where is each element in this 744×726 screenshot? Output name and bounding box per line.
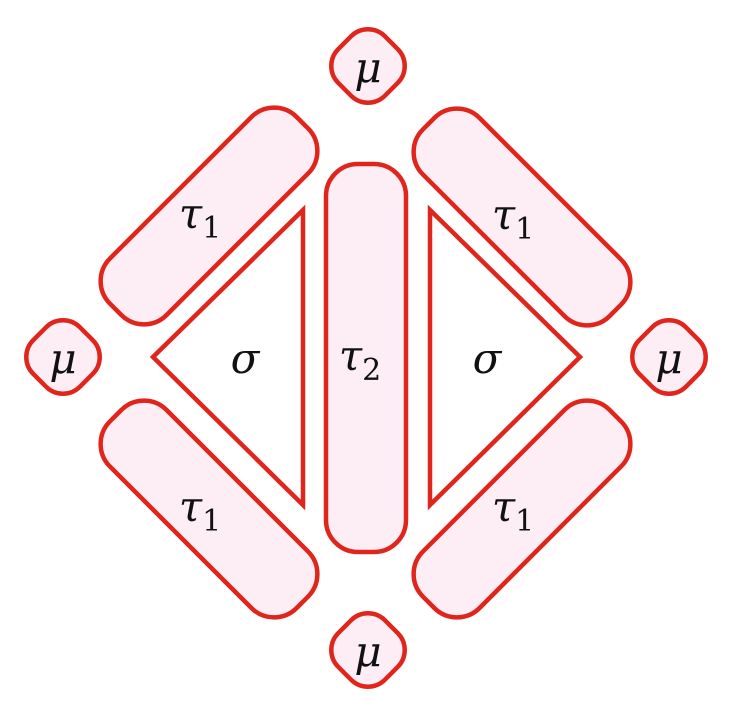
mu-cell-left: μ [24, 318, 102, 396]
sigma-cell-right: σ [427, 204, 584, 511]
tau1-cell-upper-left: τ1 [98, 105, 320, 327]
sigma-cell-left: σ [149, 204, 306, 511]
tau-subscript: 1 [202, 504, 221, 539]
tau-subscript: 1 [515, 212, 534, 247]
tau-symbol: τ [339, 331, 363, 380]
tau-symbol: τ [492, 482, 516, 531]
sigma-label-right: σ [473, 334, 503, 383]
tau1-cell-lower-right: τ1 [411, 398, 633, 620]
mu-label-bottom: μ [354, 627, 381, 676]
sigma-label-left: σ [231, 334, 261, 383]
tau-symbol: τ [179, 189, 203, 238]
tau2-cell-center: τ2 [323, 161, 409, 555]
tau-subscript: 1 [202, 211, 221, 246]
mu-label-top: μ [354, 43, 381, 92]
tau1-cell-upper-right: τ1 [411, 106, 633, 328]
mu-cell-bottom: μ [329, 611, 407, 689]
tau1-label-lower-left: τ1 [179, 482, 221, 539]
mu-cell-right: μ [630, 318, 708, 396]
tau-symbol: τ [492, 190, 516, 239]
tau2-label: τ2 [339, 331, 381, 388]
tau-symbol: τ [179, 482, 203, 531]
tau-subscript: 1 [515, 504, 534, 539]
tau1-label-upper-right: τ1 [492, 190, 534, 247]
mu-label-right: μ [655, 334, 682, 383]
tau1-cell-lower-left: τ1 [98, 398, 320, 620]
mu-cell-top: μ [329, 27, 407, 105]
tau-subscript: 2 [362, 353, 381, 388]
tau1-label-upper-left: τ1 [179, 189, 221, 246]
mu-label-left: μ [49, 334, 76, 383]
tau1-label-lower-right: τ1 [492, 482, 534, 539]
